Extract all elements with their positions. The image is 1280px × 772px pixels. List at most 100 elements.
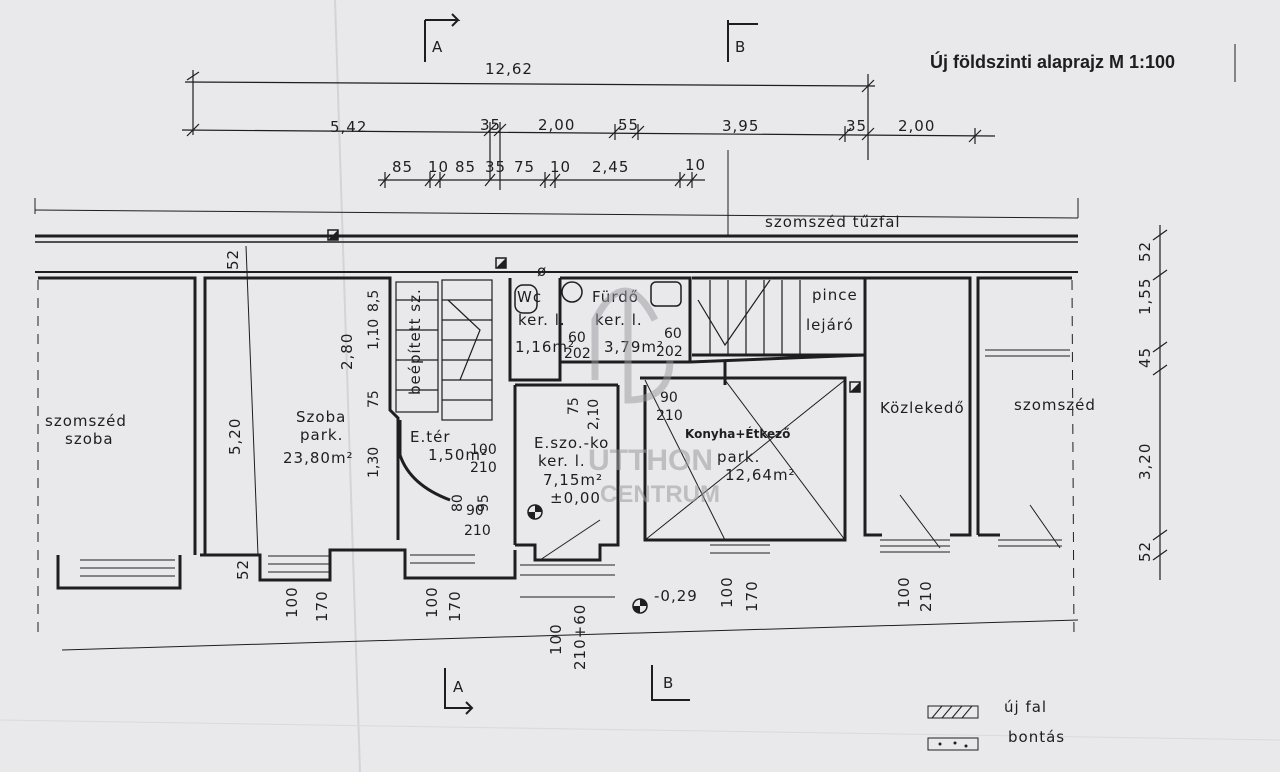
dim-left-52-bottom: 52 — [234, 559, 252, 580]
corridor-door-lines — [880, 494, 950, 553]
stair-dim-1: 8,5 — [366, 290, 382, 312]
bath-tub-icon — [650, 281, 682, 307]
stair-dim-2: 1,10 — [366, 319, 382, 350]
stair-dim-4: 75 — [366, 390, 382, 408]
door-202-b: 202 — [656, 344, 683, 360]
dim-row2-4: 3,95 — [722, 117, 759, 135]
dim-right-0: 52 — [1136, 241, 1154, 262]
neighbor-firewall — [34, 150, 1079, 273]
room-szoba-area: 23,80m² — [283, 449, 354, 467]
bath-basin-icon — [561, 281, 583, 303]
legend-new-wall-swatch — [927, 705, 979, 719]
legend-demolition-label: bontás — [1008, 728, 1065, 746]
open-2-0: 100 — [547, 623, 565, 655]
section-marker-a-bottom — [444, 668, 474, 715]
door-210-a: 210 — [470, 460, 497, 476]
dim-row3-6: 2,45 — [592, 158, 629, 176]
wc-toilet-icon — [514, 284, 538, 314]
dim-row2-2: 2,00 — [538, 116, 575, 134]
open-0-1: 170 — [313, 590, 331, 622]
main-room-walls — [200, 276, 517, 582]
dimension-line-total — [184, 70, 876, 160]
legend-new-wall-label: új fal — [1004, 698, 1047, 716]
dining-floor: ker. l. — [538, 452, 586, 470]
dining-walls — [515, 383, 620, 562]
dim-row2-6: 2,00 — [898, 117, 935, 135]
room-szoba-name: Szoba — [296, 408, 346, 426]
door-60-b: 60 — [664, 326, 682, 342]
dim-total-width: 12,62 — [485, 60, 533, 78]
dim-row3-2: 85 — [455, 158, 476, 176]
section-marker-a-top — [424, 13, 461, 62]
right-neighbor-label: szomszéd — [1014, 396, 1096, 414]
room-szoba-floor: park. — [300, 426, 343, 444]
dim-row3-5: 10 — [550, 158, 571, 176]
dining-level: ±0,00 — [550, 489, 601, 507]
window-sills — [80, 519, 770, 598]
stair-block — [395, 279, 493, 421]
legend-demolition-swatch — [927, 737, 979, 751]
kitchen-floor: park. — [717, 448, 760, 466]
section-a-label-bottom: A — [453, 678, 464, 696]
right-neighbor-door-lines — [985, 349, 1070, 549]
kitchen-area: 12,64m² — [725, 466, 796, 484]
door-80: 80 — [450, 494, 466, 512]
dimension-line-row2 — [181, 122, 996, 190]
wc-name: Wc — [517, 288, 542, 306]
dining-name: E.szo.-ko — [534, 434, 609, 452]
door-90-b: 90 — [660, 390, 678, 406]
dim-row3-1: 10 — [428, 158, 449, 176]
door-95: 95 — [476, 494, 492, 512]
right-neighbor-walls — [976, 276, 1072, 537]
dim-row2-3: 55 — [618, 116, 639, 134]
door-60-a: 60 — [568, 330, 586, 346]
hall-walls — [398, 385, 517, 545]
door-100-a: 100 — [470, 442, 497, 458]
section-b-label-bottom: B — [663, 674, 674, 692]
dimension-line-right — [1152, 225, 1168, 580]
dim-row2-5: 35 — [846, 117, 867, 135]
dining-area: 7,15m² — [543, 471, 603, 489]
section-a-label-top: A — [432, 38, 443, 56]
kitchen-name: Konyha+Étkező — [685, 426, 790, 441]
kitchen-demolition-cross — [644, 379, 846, 541]
dim-right-1: 1,55 — [1136, 278, 1154, 315]
open-0-0: 100 — [283, 586, 301, 618]
hall-area: 1,50m² — [428, 446, 488, 464]
dimension-line-row3 — [378, 172, 705, 188]
open-3-1: 170 — [743, 580, 761, 612]
door-2-10: 2,10 — [586, 399, 602, 430]
door-90-a: 90 — [466, 503, 484, 519]
open-1-1: 170 — [446, 590, 464, 622]
dim-row3-4: 75 — [514, 158, 535, 176]
section-marker-b-top — [727, 20, 758, 62]
dim-left-520: 5,20 — [226, 418, 244, 455]
dim-left-52: 52 — [224, 249, 242, 270]
open-2-1: 210+60 — [571, 604, 589, 670]
hall-name: E.tér — [410, 428, 451, 446]
door-75: 75 — [566, 397, 582, 415]
section-marker-b-bottom — [651, 665, 690, 701]
corridor-walls — [863, 276, 972, 537]
dim-row3-0: 85 — [392, 158, 413, 176]
dim-right-2: 45 — [1136, 347, 1154, 368]
stair-dim-6: 1,30 — [366, 447, 382, 478]
dim-right-3: 3,20 — [1136, 443, 1154, 480]
dim-left-280: 2,80 — [338, 333, 356, 370]
watermark-line-2: CENTRUM — [600, 481, 720, 508]
neighbor-firewall-label: szomszéd tűzfal — [765, 213, 901, 231]
phi-symbol: ø — [537, 262, 547, 280]
left-neighbor-walls — [38, 276, 197, 590]
dim-row2-1: 35 — [480, 116, 501, 134]
plan-title: Új földszinti alaprajz M 1:100 — [930, 51, 1175, 72]
door-210-b: 210 — [464, 523, 491, 539]
level-outside-label: -0,29 — [654, 587, 698, 605]
open-1-0: 100 — [423, 586, 441, 618]
watermark-logo-icon — [591, 287, 674, 404]
neighbor-room-label-2: szoba — [65, 430, 114, 448]
door-202-a: 202 — [564, 346, 591, 362]
wc-area: 1,16m² — [515, 338, 575, 356]
door-210-c: 210 — [656, 408, 683, 424]
wc-walls — [508, 278, 562, 382]
bath-area: 3,79m² — [604, 338, 664, 356]
